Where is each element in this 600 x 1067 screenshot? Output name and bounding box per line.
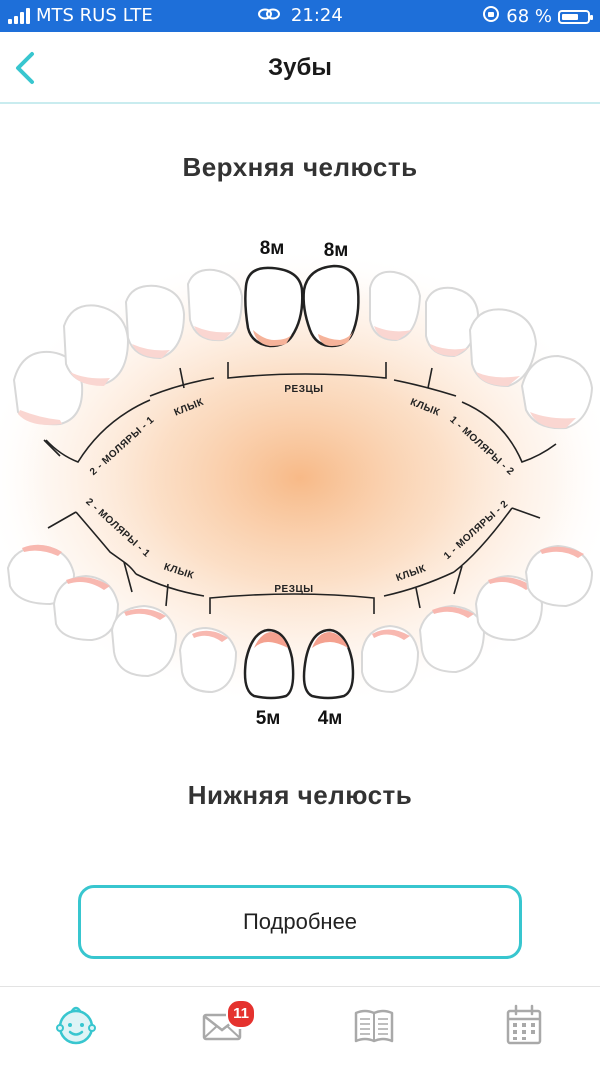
age-label-lower-right: 5м — [256, 708, 281, 729]
status-bar: MTS RUS LTE 21:24 68 % — [0, 0, 600, 32]
lower-erupted-teeth — [243, 628, 355, 700]
more-button[interactable]: Подробнее — [78, 885, 522, 959]
calendar-icon — [506, 1004, 542, 1045]
tooth-upper-lateral-right — [186, 268, 244, 342]
tooth-lower-central-left — [302, 628, 355, 700]
tooth-lower-canine-right — [178, 626, 238, 694]
tooth-lower-molar-1-left — [474, 574, 544, 642]
upper-jaw-brackets — [43, 362, 557, 463]
network-type: LTE — [122, 5, 153, 26]
tooth-upper-molar-1-right — [62, 304, 130, 386]
cell-signal-icon — [8, 7, 30, 24]
mouth-glow — [0, 248, 600, 708]
upper-erupted-teeth — [244, 264, 360, 348]
tooth-lower-molar-2-right — [6, 544, 76, 606]
upper-canine-right-bracket — [149, 377, 215, 397]
tooth-lower-lateral-left — [361, 624, 420, 694]
lower-incisors-label: РЕЗЦЫ — [274, 584, 313, 595]
carrier-name: MTS RUS — [36, 5, 117, 26]
age-label-lower-left: 4м — [318, 708, 343, 729]
tooth-lower-central-right — [243, 628, 295, 700]
upper-canine-left-bracket — [393, 379, 457, 397]
link-icon — [257, 5, 287, 26]
tab-calendar[interactable] — [500, 1001, 548, 1049]
battery-info: 68 % — [482, 5, 593, 28]
tab-bar: 11 — [0, 986, 600, 1067]
tooth-upper-molar-1-left — [468, 308, 538, 388]
tooth-upper-canine-left — [425, 286, 480, 358]
chevron-left-icon — [16, 52, 34, 84]
lower-canine-left-bracket — [383, 571, 455, 597]
upper-jaw-teeth — [12, 268, 594, 430]
lower-molars-right-bracket — [75, 511, 137, 575]
back-button[interactable] — [6, 48, 46, 88]
tab-journal[interactable] — [350, 1001, 398, 1049]
messages-badge: 11 — [226, 999, 256, 1029]
age-labels: 8м 8м 5м 4м — [256, 238, 349, 729]
clock: 21:24 — [0, 5, 600, 26]
tooth-upper-central-left — [302, 264, 360, 348]
lower-jaw-brackets — [47, 507, 541, 614]
upper-jaw-title: Верхняя челюсть — [182, 152, 418, 182]
book-icon — [354, 1009, 394, 1043]
tooth-lower-molar-1b-right — [110, 604, 178, 678]
age-label-upper-right: 8м — [260, 238, 285, 259]
age-label-upper-left: 8м — [324, 240, 349, 261]
lower-incisors-bracket — [209, 593, 375, 614]
tab-baby[interactable] — [52, 1001, 100, 1049]
tooth-upper-canine-right — [124, 284, 186, 360]
baby-face-icon — [56, 1006, 96, 1045]
tooth-lower-molar-2-left — [524, 544, 594, 608]
lower-jaw-teeth — [6, 544, 594, 694]
lower-canine-right-bracket — [135, 573, 205, 597]
tooth-upper-molar-2-left — [520, 354, 594, 430]
lower-molars-left-bracket — [453, 507, 513, 573]
tooth-lower-molar-1-right — [52, 574, 120, 642]
lower-jaw-title: Нижняя челюсть — [187, 780, 413, 810]
page-title: Зубы — [268, 54, 332, 81]
teeth-diagram: 8м 8м 5м 4м РЕЗЦЫ КЛЫК КЛЫК 2 - МОЛЯРЫ -… — [0, 238, 600, 729]
carrier-info: MTS RUS LTE — [8, 5, 153, 26]
navigation-bar: Зубы — [0, 32, 600, 104]
tooth-upper-lateral-left — [369, 270, 422, 342]
upper-incisors-label: РЕЗЦЫ — [284, 384, 323, 395]
clock-time: 21:24 — [290, 5, 343, 26]
tooth-upper-central-right — [244, 266, 304, 348]
upper-molars-right-bracket — [45, 399, 151, 463]
tooth-upper-molar-2-right — [12, 350, 84, 426]
battery-percent: 68 % — [506, 6, 552, 27]
upper-incisors-bracket — [227, 362, 387, 379]
upper-molars-left-bracket — [461, 401, 557, 463]
rotation-lock-icon — [482, 5, 500, 28]
tooth-lower-canine-left — [418, 604, 486, 674]
more-button-label: Подробнее — [242, 909, 358, 934]
battery-icon — [558, 9, 593, 24]
